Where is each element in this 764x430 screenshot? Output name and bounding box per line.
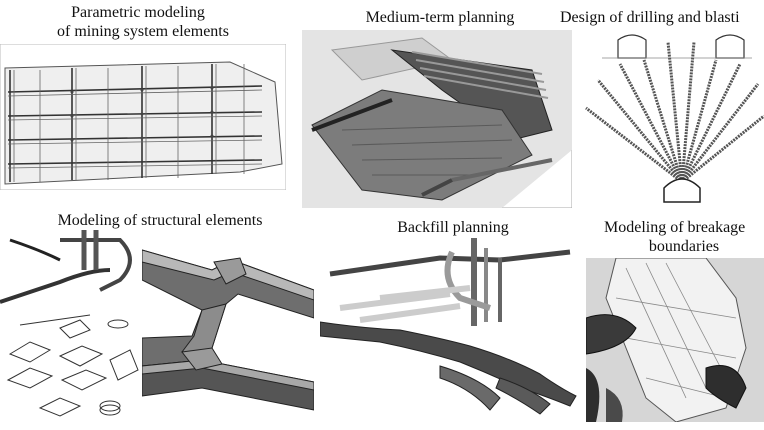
tunnel-junction-icon <box>142 240 314 418</box>
breakage-surface-icon <box>586 258 764 422</box>
mine-block-model-icon <box>302 30 572 208</box>
drilling-image <box>582 30 764 210</box>
breakage-image <box>586 258 764 422</box>
structural-small-image <box>0 230 142 426</box>
mine-grid-wireframe-icon <box>0 44 286 190</box>
medium-term-image <box>302 30 572 208</box>
caption-parametric-line2: of mining system elements <box>57 23 229 40</box>
backfill-tunnels-icon <box>320 238 580 418</box>
caption-breakage-line1: Modeling of breakage <box>604 219 746 236</box>
structural-large-image <box>142 240 314 418</box>
wireframe-shapes-icon <box>0 230 142 426</box>
backfill-image <box>320 238 580 418</box>
drill-fan-icon <box>582 30 764 210</box>
caption-drilling: Design of drilling and blasti <box>560 9 740 26</box>
caption-parametric-line1: Parametric modeling <box>71 4 205 21</box>
caption-structural: Modeling of structural elements <box>57 212 263 229</box>
caption-medium-term: Medium-term planning <box>365 9 515 26</box>
caption-backfill: Backfill planning <box>397 219 509 236</box>
parametric-image <box>0 44 286 190</box>
caption-breakage-line2: boundaries <box>648 238 720 255</box>
